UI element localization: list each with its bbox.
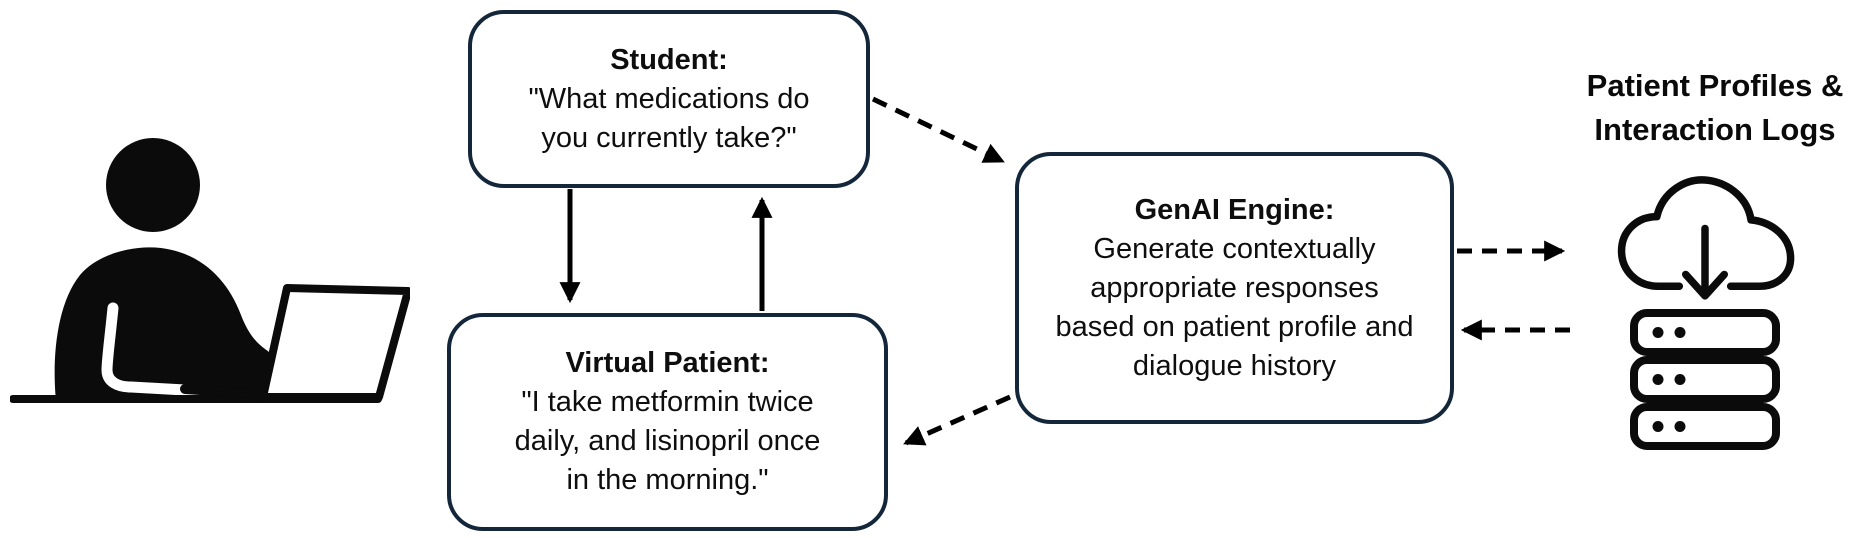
student-box-text: "What medications do you currently take?… [528,82,810,154]
arrow-student-to-genai [871,96,1005,164]
genai-engine-box-text: Generate contextually appropriate respon… [1055,232,1414,382]
server-led [1652,421,1664,432]
person-at-laptop-icon [10,138,410,407]
person-arm [101,302,219,407]
virtual-patient-box: Virtual Patient: "I take metformin twice… [447,313,888,531]
student-box-title: Student: [610,43,728,76]
arrow-genai-to-virtual-patient [903,394,1012,446]
cloud-outline [1617,176,1795,290]
person-head [106,138,200,232]
cloud-download-icon [1617,176,1795,300]
server-slab [1630,309,1780,356]
server-slab [1630,356,1780,403]
student-box: Student: "What medications do you curren… [468,10,870,188]
server-led [1652,327,1664,338]
laptop-base [180,384,268,399]
server-icon [1630,309,1780,450]
server-led [1674,327,1686,338]
genai-engine-box: GenAI Engine: Generate contextually appr… [1015,152,1454,424]
laptop-screen [259,284,410,401]
datastore-label: Patient Profiles & Interaction Logs [1586,68,1844,147]
server-led [1674,374,1686,385]
person-body [54,247,278,401]
virtual-patient-box-text: "I take metformin twice daily, and lisin… [514,386,821,496]
server-slab [1630,403,1780,450]
virtual-patient-box-title: Virtual Patient: [565,347,770,379]
genai-engine-box-title: GenAI Engine: [1134,193,1335,226]
server-led [1652,374,1664,385]
cloud-download-arrow-head [1681,270,1729,300]
server-led [1674,421,1686,432]
